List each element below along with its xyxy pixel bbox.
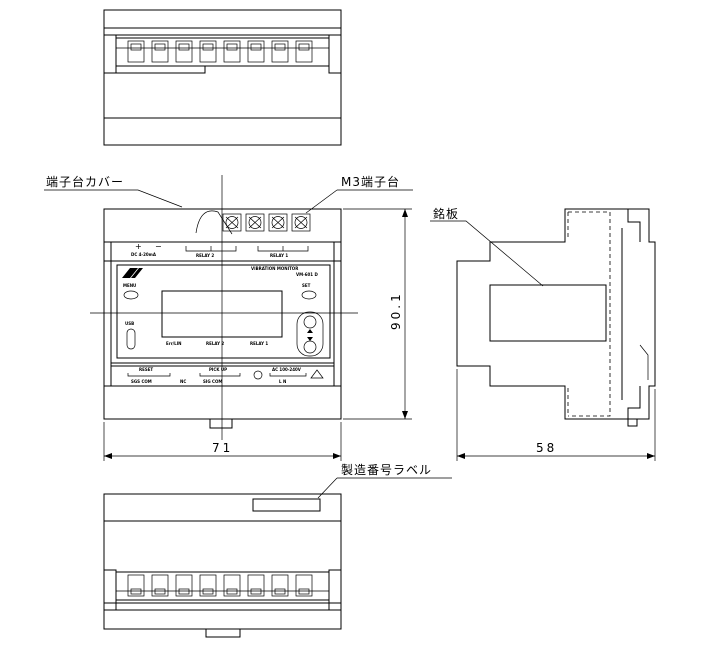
ac-in-label: AC 100-240V <box>272 367 302 372</box>
width-dimension: 71 <box>212 441 233 455</box>
relay2-top-label: RELAY 2 <box>196 253 214 258</box>
ac-sub-label: L N <box>279 379 286 384</box>
serial-label-label: 製造番号ラベル <box>341 463 432 477</box>
top-terminal-block <box>127 40 313 63</box>
brand-logo <box>122 268 143 278</box>
reset-label: RESET <box>139 367 153 372</box>
svg-text:+: + <box>135 242 142 251</box>
height-dimension: 90.1 <box>389 291 403 330</box>
lower-marking-strip: RESET SGS COM NC PICK UP SIG COM AC 100-… <box>127 367 324 384</box>
dc-out-label: DC 4-20mA <box>131 252 157 257</box>
menu-button <box>123 290 139 300</box>
m3-terminal-label: M3端子台 <box>341 174 400 189</box>
svg-text:−: − <box>155 242 162 251</box>
dimensions: 90.1 71 58 <box>103 208 656 461</box>
relay1-top-label: RELAY 1 <box>270 253 288 258</box>
reset-sub-label: SGS COM <box>131 379 152 384</box>
ground-icon <box>253 370 263 380</box>
err-indicator-label: Err/LIN <box>166 341 182 346</box>
pickup-label: PICK UP <box>209 367 227 372</box>
nameplate-label: 銘板 <box>433 206 459 221</box>
up-arrow-icon <box>307 329 313 333</box>
relay1-indicator-label: RELAY 1 <box>250 341 268 346</box>
device-model: VM-601 D <box>296 272 318 277</box>
leader-labels: 端子台カバー M3端子台 銘板 製造番号ラベル <box>44 174 544 499</box>
nc-label: NC <box>180 379 186 384</box>
front-panel: VIBRATION MONITOR VM-601 D MENU SET Err/… <box>116 264 331 359</box>
front-terminal-block <box>195 210 311 235</box>
pickup-sub-label: SIG COM <box>203 379 222 384</box>
warning-icon <box>310 369 324 379</box>
down-arrow-icon <box>307 337 313 341</box>
upper-marking-strip: + − DC 4-20mA RELAY 2 RELAY 1 <box>131 242 309 258</box>
usb-port <box>126 328 136 350</box>
relay2-indicator-label: RELAY 2 <box>206 341 224 346</box>
usb-label: USB <box>125 321 134 326</box>
front-view: + − DC 4-20mA RELAY 2 RELAY 1 VIBRATION … <box>90 175 358 440</box>
side-view <box>456 208 656 427</box>
depth-dimension: 58 <box>536 441 557 455</box>
set-button <box>301 290 317 300</box>
up-down-keys <box>296 311 324 357</box>
device-title: VIBRATION MONITOR <box>251 266 298 271</box>
menu-label: MENU <box>123 283 136 288</box>
terminal-cover-label: 端子台カバー <box>46 174 124 189</box>
nameplate <box>489 284 607 342</box>
bottom-view <box>103 493 342 638</box>
set-label: SET <box>302 283 311 288</box>
top-view <box>103 9 342 146</box>
serial-label-box <box>252 498 321 512</box>
bottom-terminal-block <box>127 574 313 597</box>
